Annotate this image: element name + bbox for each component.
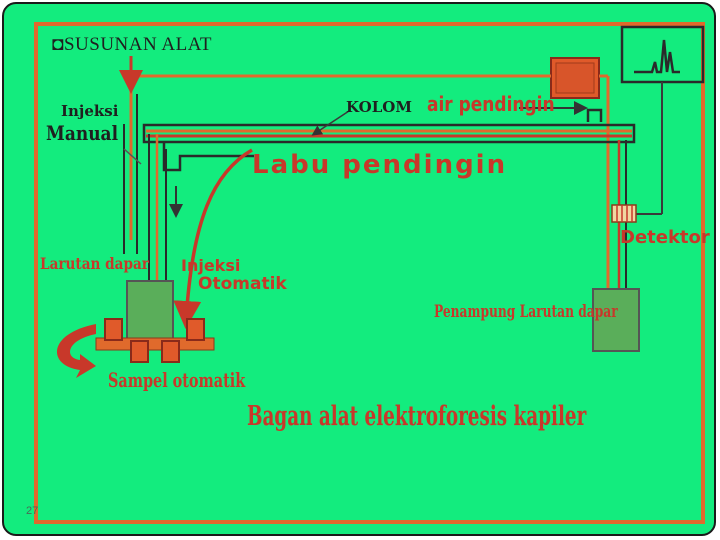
label-kolom: KOLOM <box>346 98 412 116</box>
apparatus-diagram <box>57 25 705 378</box>
auto-injection-arrow <box>173 148 253 329</box>
label-injeksi-otomatik-1: Injeksi <box>181 256 241 275</box>
label-injeksi-otomatik-2: Otomatik <box>198 274 287 294</box>
power-supply-icon <box>550 57 600 99</box>
label-sampel-otomatik: Sampel otomatik <box>108 368 246 392</box>
label-detektor: Detektor <box>620 227 710 248</box>
rotate-arrow-icon <box>57 324 96 378</box>
slide-title: ◘SUSUNAN ALAT <box>52 34 212 56</box>
page-number: 27 <box>26 505 39 517</box>
bullet-icon: ◘ <box>52 34 64 55</box>
label-larutan-dapar: Larutan dapar <box>40 254 149 273</box>
capillary-column <box>142 123 636 144</box>
label-injeksi-manual-2: Manual <box>46 121 119 145</box>
diagram-frame <box>34 22 705 524</box>
diagram-caption: Bagan alat elektroforesis kapiler <box>247 401 587 432</box>
label-injeksi-manual-1: Injeksi <box>61 102 119 120</box>
label-penampung: Penampung Larutan dapar <box>434 302 618 322</box>
label-air-pendingin: air pendingin <box>427 92 555 116</box>
buffer-vial-inlet <box>126 280 174 347</box>
buffer-vial-outlet <box>592 288 640 352</box>
slide-title-text: SUSUNAN ALAT <box>63 34 212 55</box>
chromatogram-icon <box>620 25 705 84</box>
detector-icon <box>611 204 637 223</box>
label-labu-pendingin: Labu pendingin <box>252 150 508 180</box>
autosampler <box>95 318 215 363</box>
